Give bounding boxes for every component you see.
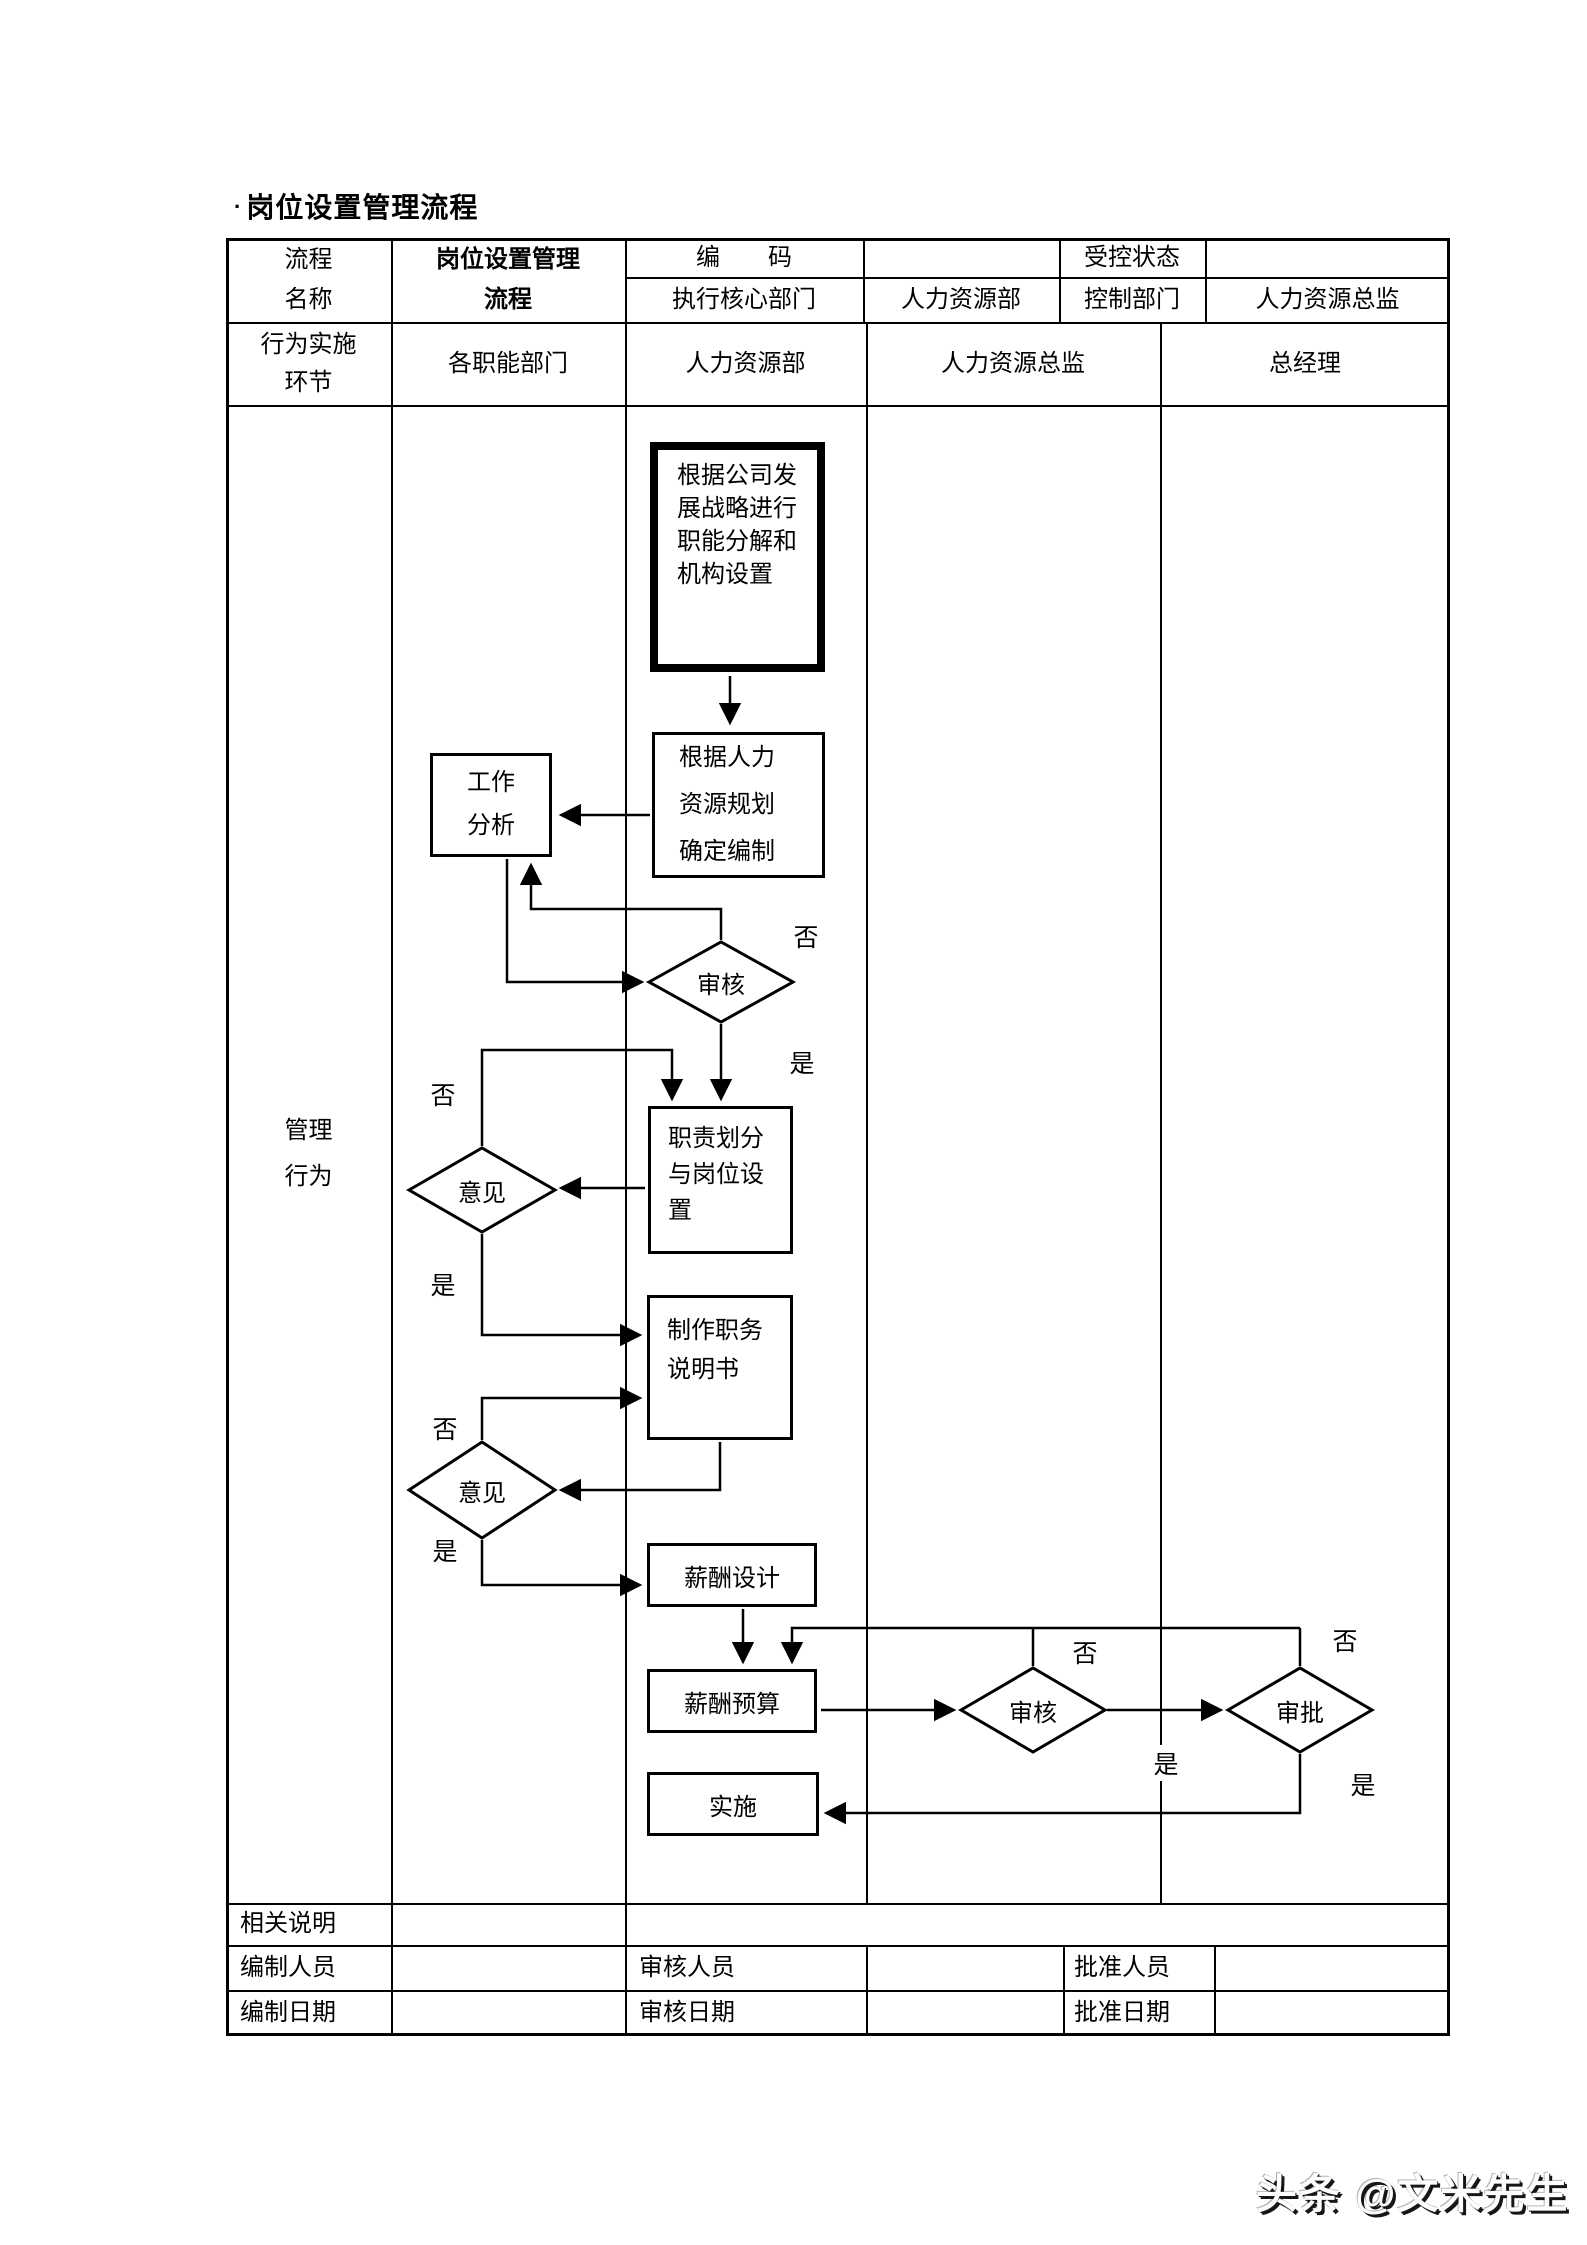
node-salary-design-text: 薪酬设计 — [684, 1565, 780, 1592]
decision-opinion1-shape — [405, 1146, 559, 1234]
node-strategy: 根据公司发 展战略进行 职能分解和 机构设置 — [650, 442, 825, 672]
node-job-analysis-text: 工作 分析 — [467, 770, 515, 839]
table-line — [1059, 238, 1061, 322]
footer-approve-date-label: 批准日期 — [1074, 2000, 1170, 2026]
decision-approval-shape — [1225, 1666, 1375, 1754]
decision-opinion2-label: 意见 — [458, 1480, 506, 1507]
watermark: 头条 @文米先生 — [1256, 2171, 1570, 2217]
node-salary-design: 薪酬设计 — [647, 1543, 817, 1607]
table-line — [226, 1990, 1450, 1992]
branch-label-yes: 是 — [430, 1273, 456, 1300]
table-line — [226, 405, 1450, 407]
header-control-dept-value: 人力资源总监 — [1255, 286, 1400, 313]
node-implement-text: 实施 — [709, 1794, 757, 1821]
node-job-description-text: 制作职务 说明书 — [667, 1318, 763, 1383]
table-line — [226, 322, 1450, 324]
decision-opinion2-shape — [406, 1440, 558, 1540]
connector-opinion2-yes-to-salarydesign — [480, 1540, 643, 1597]
decision-review1-shape — [645, 940, 797, 1024]
branch-label-no: 否 — [430, 1083, 456, 1110]
bullet-icon: · — [234, 194, 243, 219]
node-duty-division: 职责划分 与岗位设 置 — [648, 1106, 793, 1254]
connector-jobdescription-to-opinion2 — [558, 1442, 722, 1502]
decision-opinion1-label: 意见 — [458, 1180, 506, 1207]
node-duty-division-text: 职责划分 与岗位设 置 — [668, 1126, 764, 1224]
node-hr-plan-text: 根据人力 资源规划 确定编制 — [679, 744, 775, 865]
connector-jobanalysis-to-review1 — [505, 859, 645, 994]
footer-review-date-label: 审核日期 — [639, 2000, 735, 2026]
decision-approval-label: 审批 — [1276, 1700, 1324, 1727]
table-line — [1205, 238, 1207, 322]
branch-label-no: 否 — [793, 925, 819, 952]
page-title-text: 岗位设置管理流程 — [246, 192, 479, 223]
header-code-label: 编 码 — [696, 244, 792, 271]
page-title: ·岗位设置管理流程 — [234, 186, 478, 226]
header-exec-core-dept-value: 人力资源部 — [901, 286, 1021, 313]
table-line — [391, 238, 393, 2036]
connector-opinion1-no-to-dutydivision — [480, 1048, 684, 1146]
footer-note-label: 相关说明 — [240, 1911, 336, 1937]
footer-approver-label: 批准人员 — [1074, 1954, 1170, 1981]
node-strategy-text: 根据公司发 展战略进行 职能分解和 机构设置 — [677, 463, 797, 588]
table-outer-border — [226, 238, 1450, 2036]
header-exec-core-dept-label: 执行核心部门 — [672, 286, 816, 313]
table-line — [625, 277, 1450, 279]
table-line — [866, 322, 868, 1903]
node-hr-plan: 根据人力 资源规划 确定编制 — [652, 732, 825, 878]
connector-no-return-to-salarybudget — [780, 1626, 1300, 1665]
connector-approval-yes-to-implement — [823, 1754, 1302, 1825]
header-controlled-state-label: 受控状态 — [1084, 244, 1180, 271]
lane-hr-director: 人力资源总监 — [941, 350, 1085, 377]
branch-label-no: 否 — [1329, 1622, 1361, 1658]
branch-label-yes: 是 — [1150, 1745, 1182, 1781]
connector-opinion1-yes-to-jobdescription — [480, 1234, 643, 1347]
footer-maker-date-label: 编制日期 — [240, 2000, 336, 2026]
decision-review2-label: 审核 — [1009, 1700, 1057, 1727]
node-job-description: 制作职务 说明书 — [647, 1295, 793, 1440]
node-job-analysis: 工作 分析 — [430, 753, 552, 857]
row-label-management-action: 管理 行为 — [284, 1118, 333, 1190]
branch-label-yes: 是 — [432, 1539, 458, 1566]
connector-review1-no-to-jobanalysis — [519, 862, 723, 940]
lane-functional-depts: 各职能部门 — [448, 350, 568, 377]
table-line — [226, 1945, 1450, 1947]
lane-hr-dept: 人力资源部 — [685, 350, 806, 377]
decision-review2-shape — [958, 1666, 1108, 1754]
table-line — [863, 238, 865, 322]
connector-opinion2-no-to-jobdescription — [480, 1386, 643, 1440]
header-control-dept-label: 控制部门 — [1084, 286, 1180, 313]
node-salary-budget-text: 薪酬预算 — [684, 1691, 780, 1718]
node-implement: 实施 — [647, 1772, 819, 1836]
table-line — [1160, 322, 1162, 1903]
branch-label-yes: 是 — [1350, 1773, 1376, 1800]
lane-general-manager: 总经理 — [1269, 350, 1341, 377]
branch-label-yes: 是 — [789, 1051, 815, 1078]
header-action-stage: 行为实施 环节 — [260, 331, 357, 396]
node-salary-budget: 薪酬预算 — [647, 1669, 817, 1733]
footer-reviewer-label: 审核人员 — [639, 1954, 735, 1981]
footer-maker-label: 编制人员 — [240, 1954, 336, 1981]
decision-review1-label: 审核 — [697, 972, 745, 999]
branch-label-no: 否 — [1072, 1641, 1098, 1668]
header-process-title: 岗位设置管理 流程 — [436, 247, 580, 313]
table-line — [226, 1903, 1450, 1905]
header-process-name: 流程 名称 — [284, 247, 333, 313]
branch-label-no: 否 — [432, 1417, 458, 1444]
table-line — [625, 238, 627, 2036]
